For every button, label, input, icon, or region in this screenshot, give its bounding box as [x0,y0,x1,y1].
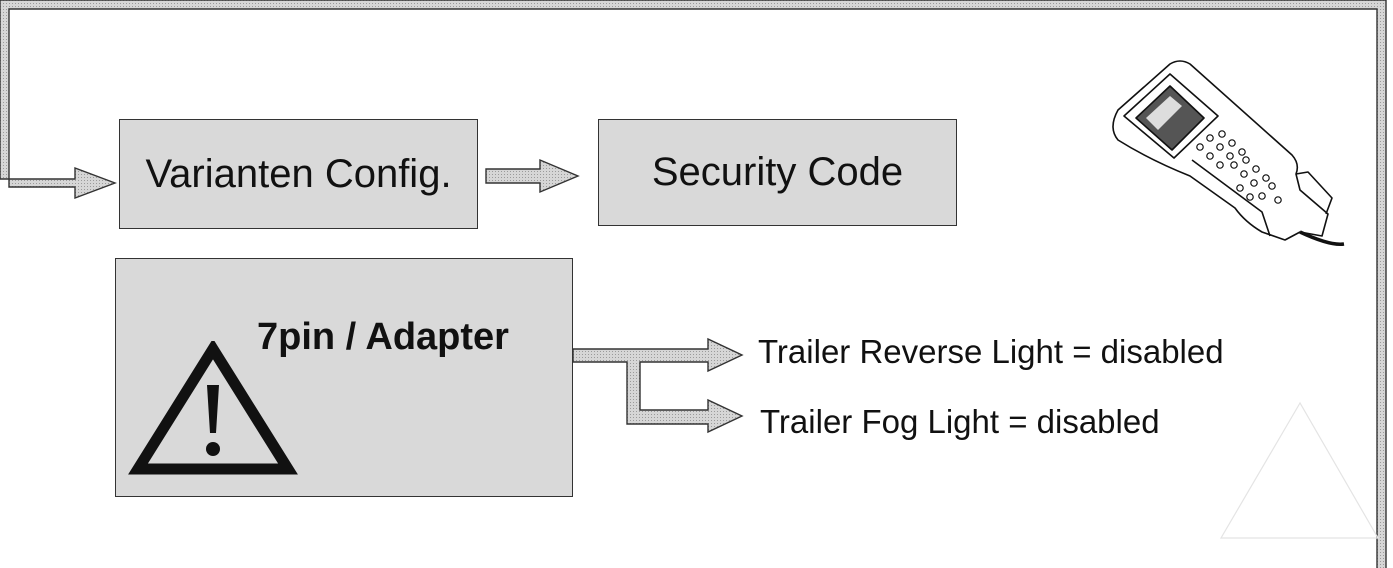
corner-triangle-outline [1219,401,1380,539]
security-code-label: Security Code [651,150,904,194]
trailer-fog-light-label: Trailer Fog Light = disabled [760,403,1160,440]
varianten-config-label: Varianten Config. [145,151,452,196]
varianten-config-box: Varianten Config. [119,119,478,229]
branch-arrow-reverse [572,337,744,434]
adapter-title: 7pin / Adapter [257,316,509,358]
warning-triangle-icon [128,341,298,475]
adapter-box: 7pin / Adapter [115,258,573,497]
security-code-box: Security Code [598,119,957,226]
flow-arrow-variant-to-security [485,158,580,194]
trailer-reverse-light-label: Trailer Reverse Light = disabled [758,333,1224,370]
handheld-diagnostic-tester-icon [1112,60,1345,246]
